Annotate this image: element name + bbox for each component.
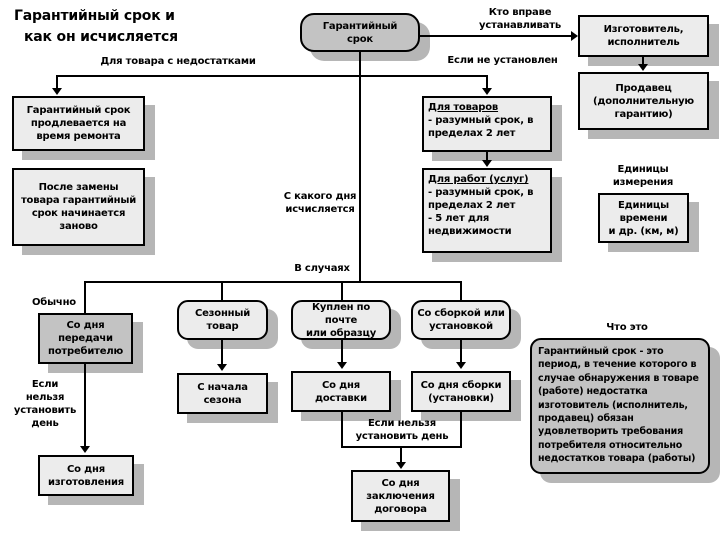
node-from-assembly-day[interactable]: Со дня сборки (установки) [411,371,511,412]
node-seller[interactable]: Продавец (дополнительную гарантию) [578,72,709,130]
node-from-transfer-day[interactable]: Со дня передачи потребителю [38,313,133,364]
node-for-works[interactable]: Для работ (услуг) - разумный срок, в пре… [422,168,552,253]
node-restart-after-replace-label: После замены товара гарантийный срок нач… [20,182,137,232]
node-from-manufacture-day-label: Со дня изготовления [48,463,124,488]
connector-drop-mail [341,281,343,300]
connector-left-branch-drop [56,75,58,89]
connector-root-to-left-branch [56,75,360,77]
node-for-goods-body: - разумный срок, в пределах 2 лет [428,115,534,139]
node-units-box-label: Единицы времени и др. (км, м) [608,199,679,237]
arrow-to-for-works [482,160,492,167]
node-for-works-body: - разумный срок, в пределах 2 лет - 5 ле… [428,187,534,237]
node-units-box[interactable]: Единицы времени и др. (км, м) [598,193,689,243]
node-extended-repair[interactable]: Гарантийный срок продлевается на время р… [12,96,145,151]
node-from-contract-day-label: Со дня заключения договора [366,477,435,515]
arrow-to-extended-repair [52,88,62,95]
connector-for-goods-drop [486,75,488,89]
node-from-season-start[interactable]: С начала сезона [177,373,268,414]
page-title: Гарантийный срок и как он исчисляется [14,6,284,48]
node-from-transfer-day-label: Со дня передачи потребителю [48,320,123,357]
connector-for-goods-to-for-works [486,152,488,161]
node-from-assembly-day-label: Со дня сборки (установки) [420,379,502,404]
node-definition[interactable]: Гарантийный срок - это период, в течение… [530,338,710,474]
arrow-to-from-assembly-day [456,362,466,369]
connector-root-to-for-goods [360,75,488,77]
page-title-line-1: Гарантийный срок и [14,8,175,24]
connector-drop-assembly [460,281,462,300]
label-from-which-day: С какого дня исчисляется [283,191,357,215]
label-units-of-measure: Единицы измерения [612,164,674,188]
connector-assembly-to-assembly-day [460,340,462,363]
label-if-cannot-set-day-left: Если нельзя установить день [13,379,77,429]
node-for-goods-heading: Для товаров [428,102,499,113]
label-who-may-set: Кто вправе устанавливать [479,7,561,31]
page-title-line-2: как он исчисляется [14,27,284,48]
arrow-to-seller [638,64,648,71]
connector-delivery-down [341,412,343,448]
node-from-delivery-day[interactable]: Со дня доставки [291,371,391,412]
label-if-cannot-set-day-bottom: Если нельзя установить день [355,418,449,442]
node-manufacturer-label: Изготовитель, исполнитель [603,24,684,48]
connector-drop-seasonal [221,281,223,300]
connector-root-to-manufacturer [420,35,571,37]
node-from-manufacture-day[interactable]: Со дня изготовления [38,455,134,496]
node-definition-text: Гарантийный срок - это период, в течение… [538,346,699,465]
label-if-not-set: Если не установлен [447,55,558,66]
node-manufacturer[interactable]: Изготовитель, исполнитель [578,15,709,57]
node-extended-repair-label: Гарантийный срок продлевается на время р… [26,105,131,142]
root-node-label: Гарантийный срок [322,20,398,45]
connector-seasonal-to-season-start [221,340,223,365]
label-what-is-it: Что это [606,322,648,333]
node-for-works-heading: Для работ (услуг) [428,174,529,185]
connector-mail-to-delivery [341,340,343,363]
node-from-delivery-day-label: Со дня доставки [315,379,367,404]
arrow-to-for-goods [482,88,492,95]
page-title-line-2-text: как он исчисляется [24,29,178,45]
connector-assembly-down [460,412,462,448]
arrow-to-manufacturer [571,31,578,41]
node-with-assembly[interactable]: Со сборкой или установкой [411,300,511,340]
arrow-to-from-contract-day [396,462,406,469]
connector-transfer-to-manufacture [84,364,86,447]
arrow-to-from-manufacture-day [80,446,90,453]
connector-merge-drop [400,446,402,463]
node-bought-by-mail[interactable]: Куплен по почте или образцу [291,300,391,340]
root-node[interactable]: Гарантийный срок [300,13,420,52]
connector-manufacturer-to-seller [642,57,644,66]
label-for-defective-goods: Для товара с недостатками [100,56,256,67]
node-bought-by-mail-label: Куплен по почте или образцу [305,301,377,339]
label-usually: Обычно [32,297,76,308]
node-seasonal-goods-label: Сезонный товар [194,308,251,332]
arrow-to-from-delivery-day [337,362,347,369]
connector-drop-usually [84,281,86,313]
label-in-cases: В случаях [294,263,350,274]
connector-cases-distribution-bar [84,281,462,283]
node-from-contract-day[interactable]: Со дня заключения договора [351,470,450,522]
node-with-assembly-label: Со сборкой или установкой [417,308,505,332]
node-for-goods[interactable]: Для товаров - разумный срок, в пределах … [422,96,552,152]
connector-root-trunk [359,52,361,283]
node-restart-after-replace[interactable]: После замены товара гарантийный срок нач… [12,168,145,246]
node-from-season-start-label: С начала сезона [197,381,248,406]
node-seller-label: Продавец (дополнительную гарантию) [593,82,694,120]
arrow-to-from-season-start [217,364,227,371]
node-seasonal-goods[interactable]: Сезонный товар [177,300,268,340]
